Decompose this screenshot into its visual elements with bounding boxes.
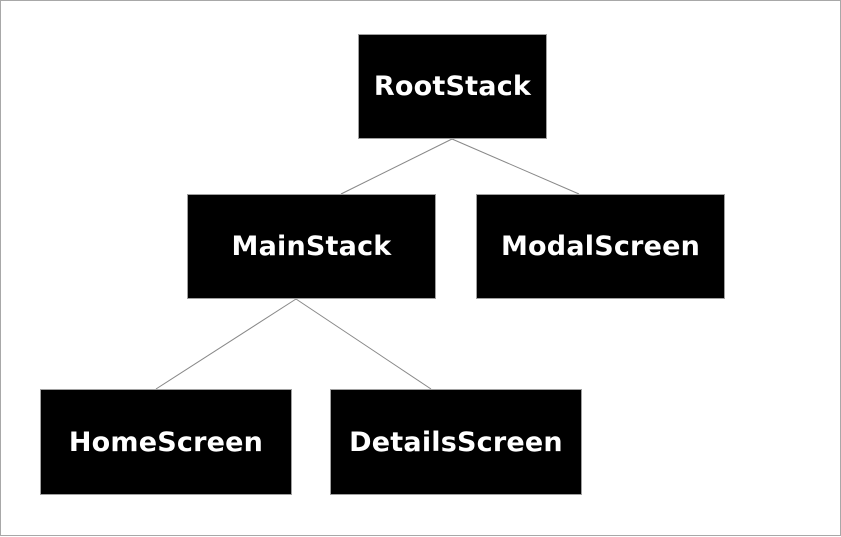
node-mainstack[interactable]: MainStack — [187, 194, 436, 299]
node-detailsscreen-label: DetailsScreen — [349, 426, 563, 458]
node-rootstack[interactable]: RootStack — [358, 34, 547, 139]
node-modalscreen-label: ModalScreen — [500, 231, 701, 262]
node-modalscreen[interactable]: ModalScreen — [476, 194, 725, 299]
edge-rootstack-to-modalscreen — [451, 138, 580, 195]
edge-rootstack-to-mainstack — [340, 138, 453, 195]
edge-mainstack-to-homescreen — [155, 298, 297, 390]
edge-mainstack-to-detailsscreen — [295, 298, 432, 390]
node-homescreen[interactable]: HomeScreen — [40, 389, 292, 495]
node-mainstack-label: MainStack — [231, 231, 392, 262]
node-detailsscreen[interactable]: DetailsScreen — [330, 389, 582, 495]
node-homescreen-label: HomeScreen — [68, 426, 264, 458]
node-rootstack-label: RootStack — [373, 71, 532, 102]
